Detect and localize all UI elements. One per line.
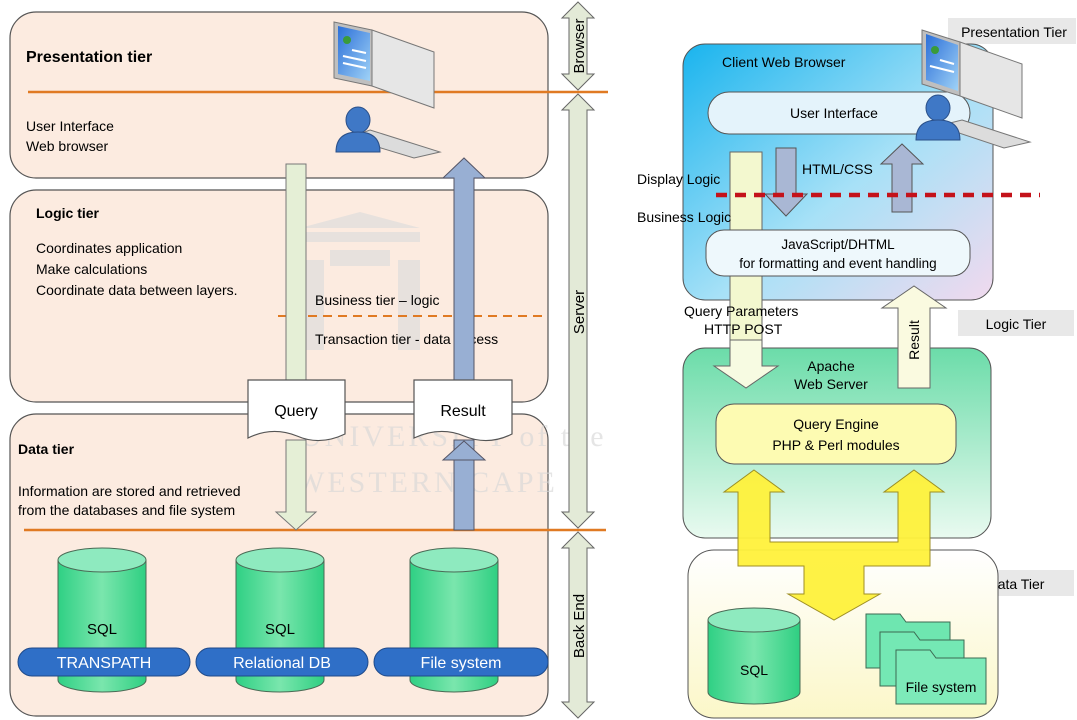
query-label: Query <box>274 403 318 420</box>
data-tier-line-2: from the databases and file system <box>18 502 235 518</box>
relational-db-bar <box>195 647 369 677</box>
transpath-bar-label: TRANSPATH <box>57 655 152 672</box>
query-engine-label-1: Query Engine <box>793 416 879 432</box>
backend-sidebar-arrow: Back End <box>560 531 596 719</box>
relational-db-bar-label: Relational DB <box>233 655 331 672</box>
logic-tier-line-1: Coordinates application <box>36 240 182 256</box>
business-logic-label: Business Logic <box>637 209 731 225</box>
server-sidebar-arrow: Server <box>560 93 596 529</box>
query-parameters-label-1: Query Parameters <box>684 303 798 319</box>
javascript-dhtml-box <box>705 229 971 277</box>
logic-tier-line-3: Coordinate data between layers. <box>36 282 238 298</box>
server-sidebar-label: Server <box>571 290 588 334</box>
logic-tier-tag-label: Logic Tier <box>986 316 1047 332</box>
right-sql-label: SQL <box>740 662 768 678</box>
query-parameters-arrowhead <box>712 339 780 389</box>
query-parameters-label-2: HTTP POST <box>704 321 783 337</box>
javascript-dhtml-line-1: JavaScript/DHTML <box>781 237 895 252</box>
file-system-bar-label: File system <box>421 655 502 672</box>
cylinder-2-label: SQL <box>265 621 295 638</box>
file-system-folders-icon: File system <box>865 613 987 705</box>
result-up-arrow <box>441 157 487 531</box>
client-computer-icon <box>915 29 1032 149</box>
business-tier-label: Business tier – logic <box>315 292 440 308</box>
presentation-tier-tag <box>948 18 1076 44</box>
file-system-right-label: File system <box>906 679 977 695</box>
presentation-tier-line-1: User Interface <box>26 118 114 134</box>
browser-sidebar-arrow: Browser <box>560 1 596 91</box>
html-css-label: HTML/CSS <box>802 161 873 177</box>
transpath-bar <box>17 647 191 677</box>
presentation-tier-line-2: Web browser <box>26 138 109 154</box>
apache-label-1: Apache <box>807 358 855 374</box>
query-engine-label-2: PHP & Perl modules <box>772 437 899 453</box>
result-up-arrow-right <box>880 285 948 389</box>
html-up-arrow <box>879 143 925 213</box>
data-tier-tag-label: Data Tier <box>988 576 1045 592</box>
cylinder-1-label: SQL <box>87 621 117 638</box>
logic-tier-line-2: Make calculations <box>36 261 147 277</box>
apache-label-2: Web Server <box>794 376 868 392</box>
user-interface-label: User Interface <box>790 105 878 121</box>
presentation-tier-tag-label: Presentation Tier <box>961 24 1067 40</box>
user-interface-box <box>707 91 971 135</box>
result-label: Result <box>440 403 486 420</box>
client-web-browser-title: Client Web Browser <box>722 54 846 70</box>
computer-user-icon <box>333 21 442 159</box>
query-document-shape <box>247 379 346 442</box>
data-tier-line-1: Information are stored and retrieved <box>18 483 241 499</box>
result-document-shape <box>413 379 513 442</box>
logic-tier-tag <box>958 310 1074 336</box>
presentation-tier-title: Presentation tier <box>26 49 152 66</box>
javascript-dhtml-line-2: for formatting and event handling <box>739 256 936 271</box>
query-engine-box <box>715 403 957 465</box>
result-right-label: Result <box>906 320 922 360</box>
data-tier-title: Data tier <box>18 441 75 457</box>
browser-sidebar-label: Browser <box>571 18 588 73</box>
transaction-tier-label: Transaction tier - data access <box>315 331 498 347</box>
backend-sidebar-label: Back End <box>571 594 588 658</box>
right-sql-cylinder: SQL <box>707 607 801 705</box>
file-system-bar <box>373 647 549 677</box>
data-flow-arrows <box>722 469 946 621</box>
display-logic-label: Display Logic <box>637 171 720 187</box>
watermark-line-2: WESTERN CAPE <box>296 466 558 499</box>
logic-tier-title: Logic tier <box>36 205 100 221</box>
